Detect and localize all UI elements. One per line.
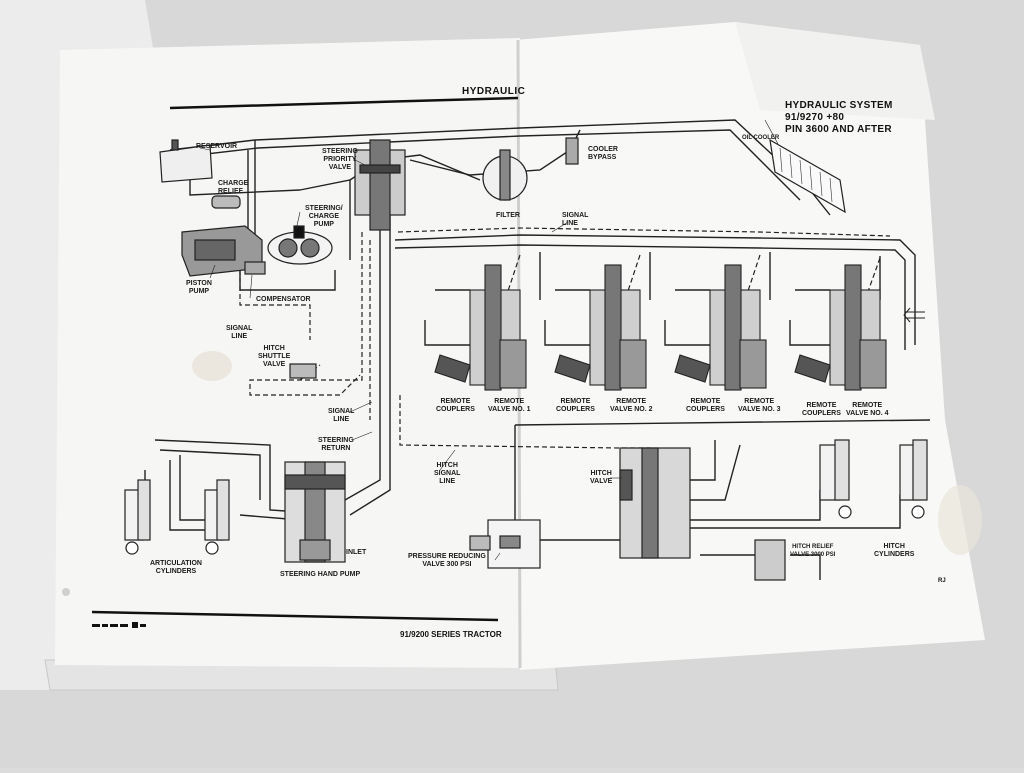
label-steering-priority-valve: STEERING PRIORITY VALVE bbox=[322, 148, 358, 171]
diagram-title: HYDRAULIC SYSTEM 91/9270 +80 PIN 3600 AN… bbox=[785, 100, 893, 136]
label-signal-line-3: SIGNAL LINE bbox=[328, 408, 355, 423]
label-oil-cooler: OIL COOLER bbox=[742, 135, 780, 141]
label-hitch-signal-line: HITCH SIGNAL LINE bbox=[434, 462, 461, 485]
label-reservoir: RESERVOIR bbox=[196, 143, 238, 150]
label-hitch-relief-valve: HITCH RELIEF VALVE 3000 PSI bbox=[790, 544, 836, 558]
label-signal-line-2: SIGNAL LINE bbox=[562, 212, 589, 227]
label-steering-charge-pump: STEERING/ CHARGE PUMP bbox=[305, 205, 343, 228]
title-line-3: PIN 3600 AND AFTER bbox=[785, 124, 892, 135]
label-compensator: COMPENSATOR bbox=[256, 296, 311, 303]
label-remote-couplers-1: REMOTE COUPLERS bbox=[436, 398, 475, 413]
label-remote-valve-2: REMOTE VALVE NO. 2 bbox=[610, 398, 653, 413]
label-steering-return: STEERING RETURN bbox=[318, 437, 354, 452]
label-articulation-cylinders: ARTICULATION CYLINDERS bbox=[150, 560, 202, 575]
label-inlet: INLET bbox=[346, 549, 367, 556]
label-remote-couplers-4: REMOTE COUPLERS bbox=[802, 402, 841, 417]
page-header-left: HYDRAULIC bbox=[462, 86, 526, 97]
label-remote-couplers-3: REMOTE COUPLERS bbox=[686, 398, 725, 413]
label-cooler-bypass: COOLER BYPASS bbox=[588, 146, 618, 161]
title-line-1: HYDRAULIC SYSTEM bbox=[785, 100, 893, 111]
label-hitch-valve: HITCH VALVE bbox=[590, 470, 613, 485]
title-line-2: 91/9270 +80 bbox=[785, 112, 845, 123]
label-steering-hand-pump: STEERING HAND PUMP bbox=[280, 571, 361, 578]
label-hitch-cylinders: HITCH CYLINDERS bbox=[874, 543, 915, 558]
label-charge-relief: CHARGE RELIEF bbox=[218, 180, 249, 195]
label-remote-valve-4: REMOTE VALVE NO. 4 bbox=[846, 402, 889, 417]
label-remote-couplers-2: REMOTE COUPLERS bbox=[556, 398, 595, 413]
label-remote-valve-3: REMOTE VALVE NO. 3 bbox=[738, 398, 781, 413]
label-piston-pump: PISTON PUMP bbox=[186, 280, 212, 295]
label-filter: FILTER bbox=[496, 212, 520, 219]
label-hitch-shuttle-valve: HITCH SHUTTLE VALVE bbox=[258, 345, 291, 368]
label-signal-line-1: SIGNAL LINE bbox=[226, 325, 253, 340]
label-pressure-reducing-valve: PRESSURE REDUCING VALVE 300 PSI bbox=[408, 553, 486, 568]
page-footer: 91/9200 SERIES TRACTOR bbox=[400, 630, 502, 639]
corner-mark: RJ bbox=[938, 578, 946, 584]
label-remote-valve-1: REMOTE VALVE NO. 1 bbox=[488, 398, 531, 413]
